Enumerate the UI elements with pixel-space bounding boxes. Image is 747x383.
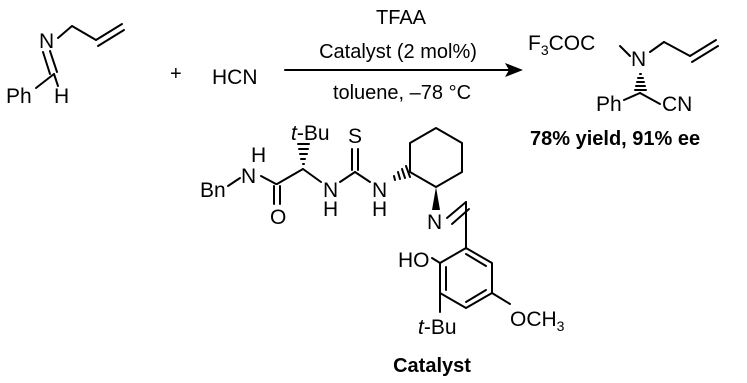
cat-bn: Bn [200, 179, 226, 202]
imine-double-bond-a [42, 51, 51, 75]
cat-s: S [348, 125, 362, 148]
imine-bond-c-h [53, 73, 59, 87]
imine-bond-vinyl-a [95, 23, 123, 41]
product-bond-c-ph [623, 92, 641, 101]
imine-bond-ch2-ch [71, 25, 97, 41]
product-bond-ch2-ch [663, 41, 691, 57]
reagent-tfaa: TFAA [376, 7, 427, 29]
cat-o: O [270, 206, 286, 229]
cat-benzene-ring [439, 247, 493, 309]
cat-tbu-label: t-Bu [291, 122, 330, 145]
cat-cyclohexane-ring [409, 127, 463, 188]
cat-hashed-wedge-ring [393, 165, 411, 181]
product-bond-coc-n [619, 45, 631, 57]
catalyst-loading: Catalyst (2 mol%) [319, 41, 477, 63]
product-bond-n-ch2 [649, 41, 665, 53]
cat-bond-ca-nh [302, 168, 322, 183]
cat-bond-n-ch-a [446, 201, 467, 219]
cat-bond-nh-cs [339, 171, 356, 183]
imine-reactant: N Ph H [6, 23, 125, 108]
cat-bond-n-co [260, 175, 277, 185]
imine-bond-n-ch2 [57, 25, 73, 39]
cat-bond-c-oh [431, 257, 441, 264]
cat-n-imine: N [427, 211, 442, 234]
product-bond-vinyl-b [691, 45, 719, 63]
catalyst-caption: Catalyst [393, 355, 471, 377]
imine-ph-label: Ph [6, 85, 32, 108]
cat-h-thio1: H [323, 198, 338, 221]
reaction-arrow [284, 63, 523, 77]
cat-benzene-inner-3 [465, 253, 487, 267]
cat-hashed-wedge-tbu [297, 143, 310, 165]
product-bond-vinyl-a [689, 39, 717, 57]
product-structure: F3COC N Ph CN [528, 32, 719, 116]
cat-n-thio2: N [372, 179, 387, 202]
cat-n-amide: N [241, 165, 256, 188]
cat-bond-bn-n [227, 177, 241, 187]
cat-h-amide: H [251, 144, 266, 167]
yield-ee-result: 78% yield, 91% ee [530, 128, 700, 150]
product-f3coc-label: F3COC [528, 32, 595, 58]
product-hashed-wedge [634, 73, 647, 91]
plus-sign: + [170, 63, 182, 85]
cat-bond-cs-nh2 [354, 171, 371, 183]
cat-h-thio2: H [372, 198, 387, 221]
reaction-conditions: toluene, –78 °C [333, 82, 471, 104]
cat-tbu2-label: t-Bu [418, 316, 457, 339]
imine-bond-ph-c [35, 73, 55, 89]
cat-bond-c-och3 [491, 292, 511, 305]
product-bond-c-cn [639, 92, 661, 105]
cat-bold-wedge-imine [432, 187, 440, 210]
imine-n-label: N [39, 30, 54, 53]
cat-och3-label: OCH3 [510, 308, 565, 334]
cat-ho: HO [398, 249, 430, 272]
imine-h-label: H [54, 85, 69, 108]
cat-n-thio1: N [323, 179, 338, 202]
catalyst-structure: H N Bn O t-Bu N H S N H [200, 122, 565, 339]
product-cn-label: CN [662, 93, 692, 116]
hcn-label: HCN [212, 66, 258, 89]
product-n-label: N [631, 48, 646, 71]
arrow-head [505, 63, 523, 77]
cat-bond-co-ca [276, 168, 304, 185]
cat-benzene-inner-2 [465, 289, 487, 303]
imine-bond-vinyl-b [97, 29, 125, 47]
imine-double-bond-b [49, 50, 58, 73]
product-ph-label: Ph [596, 93, 622, 116]
